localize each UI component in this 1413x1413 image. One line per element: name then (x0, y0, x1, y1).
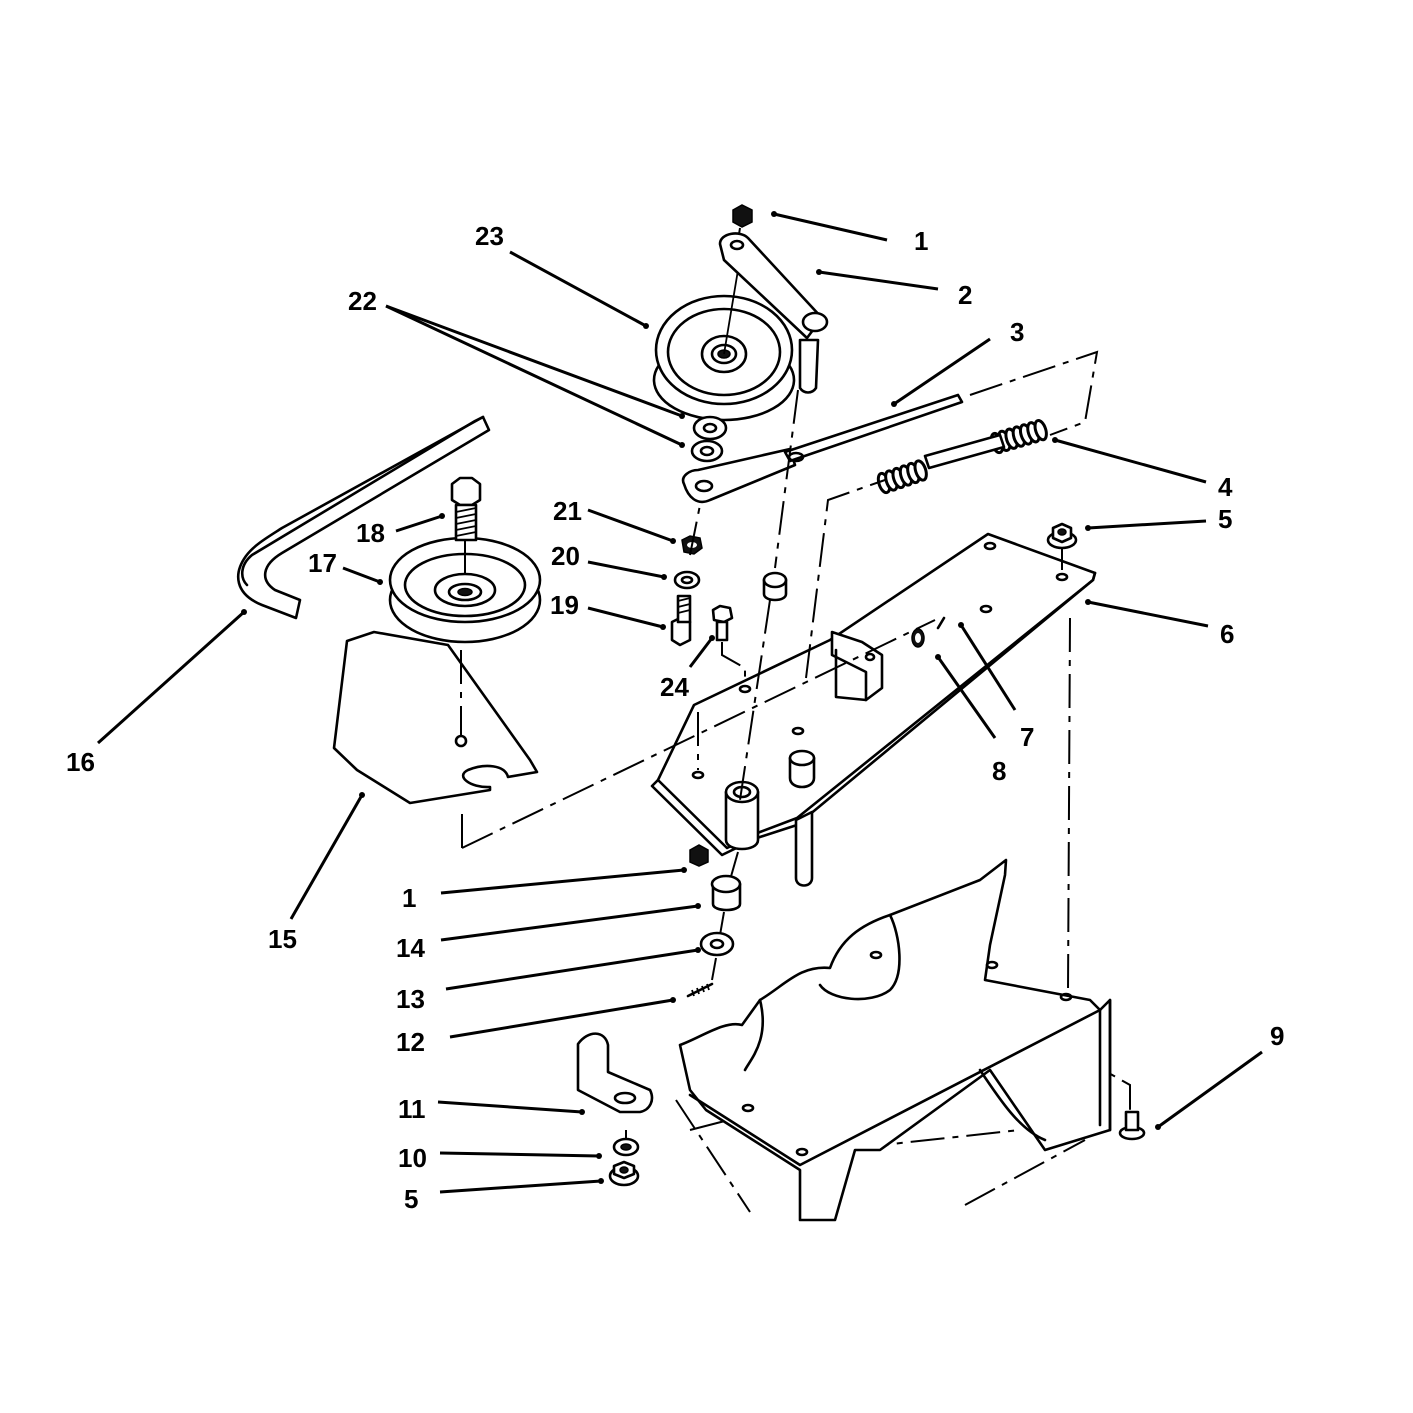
callout-1-lower: 1 (402, 883, 416, 913)
callout-13: 13 (396, 984, 425, 1014)
callout-5-lower: 5 (404, 1184, 418, 1214)
mounting-plate (650, 532, 1097, 887)
callout-16: 16 (66, 747, 95, 777)
callout-20: 20 (551, 541, 580, 571)
spring-coil (1033, 419, 1048, 442)
callout-24: 24 (660, 672, 689, 702)
callout-8: 8 (992, 756, 1006, 786)
v-belt (237, 415, 491, 620)
small-bolt (711, 604, 746, 683)
spring-coil (913, 459, 928, 482)
top-right-nut (1046, 522, 1078, 570)
housing-bolt (1118, 1110, 1146, 1141)
callout-17: 17 (308, 548, 337, 578)
callout-21: 21 (553, 496, 582, 526)
callout-11: 11 (398, 1094, 426, 1124)
callout-12: 12 (396, 1027, 425, 1057)
callout-9: 9 (1270, 1021, 1284, 1051)
leader-lines (96, 212, 1263, 1194)
callout-10: 10 (398, 1143, 427, 1173)
tension-spring (876, 419, 1048, 495)
callout-4: 4 (1218, 472, 1233, 502)
top-nut (732, 204, 753, 241)
idler-pulley (652, 269, 796, 422)
callout-6: 6 (1220, 619, 1234, 649)
callout-23: 23 (475, 221, 504, 251)
callout-7: 7 (1020, 722, 1034, 752)
callout-18: 18 (356, 518, 385, 548)
drive-pulley (388, 536, 542, 644)
shield-plate (332, 630, 539, 805)
callout-22: 22 (348, 286, 377, 316)
callout-5-top: 5 (1218, 504, 1232, 534)
callout-19: 19 (550, 590, 579, 620)
callout-2: 2 (958, 280, 972, 310)
pulley-bolt (450, 476, 482, 542)
lower-bracket-hardware (576, 1032, 654, 1187)
callout-14: 14 (396, 933, 425, 963)
pivot-stack (670, 504, 703, 647)
callout-1-top: 1 (914, 226, 928, 256)
callout-3: 3 (1010, 317, 1024, 347)
lower-hardware-stack (686, 844, 742, 998)
deck-housing (678, 858, 1112, 1222)
callout-labels: 1 2 3 4 5 6 7 8 9 23 22 21 20 19 18 17 2… (66, 221, 1284, 1214)
idler-spacers (690, 415, 728, 463)
leader-dots (241, 211, 1161, 1184)
idler-arm (718, 232, 829, 394)
callout-15: 15 (268, 924, 297, 954)
